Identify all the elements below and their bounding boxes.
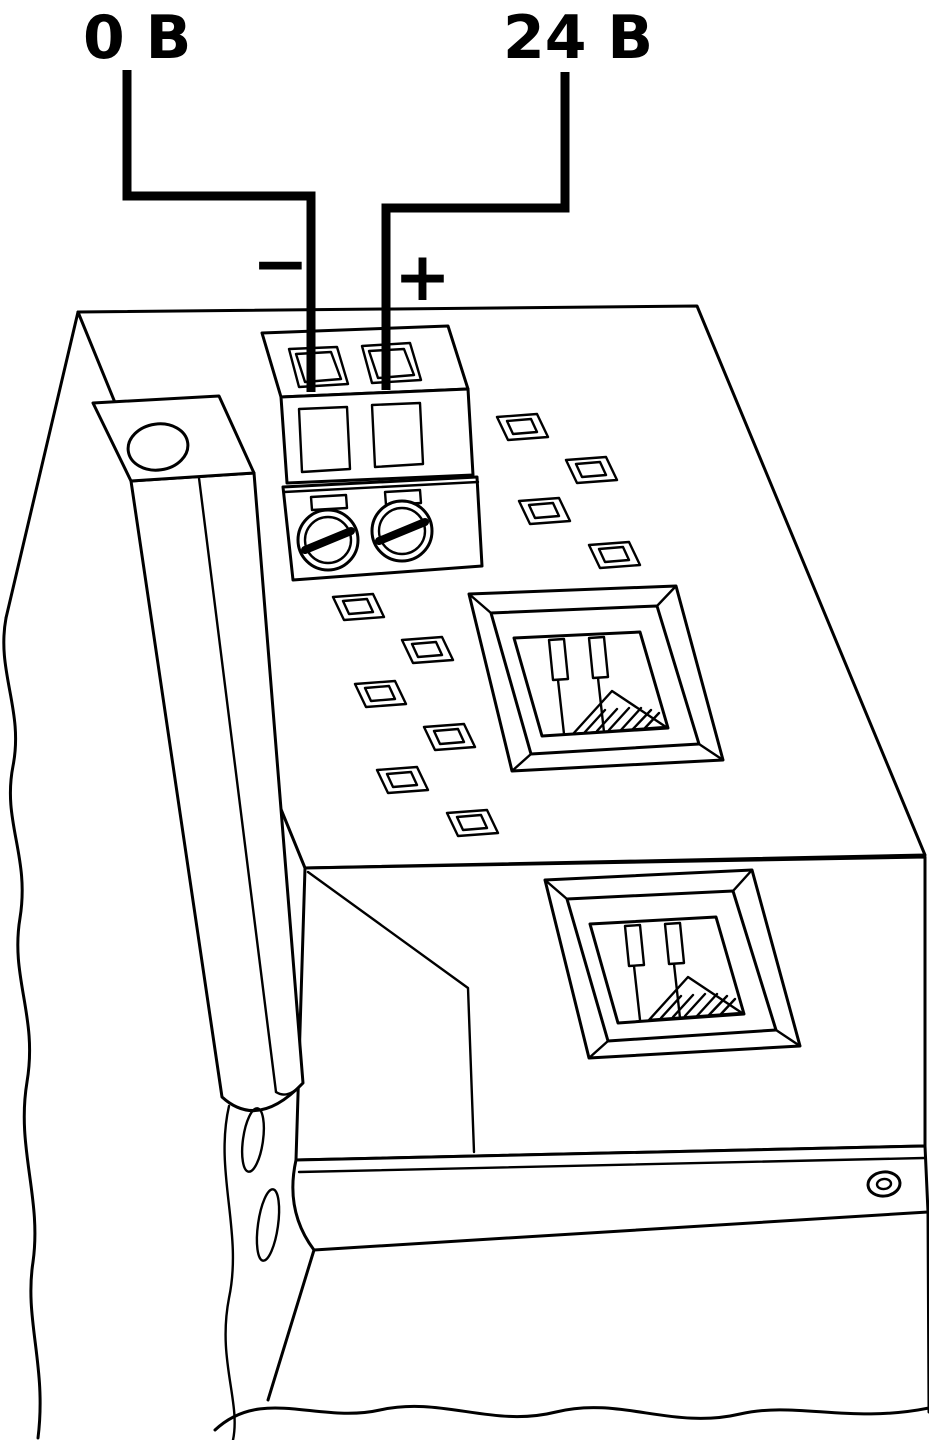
bracket-column-corner bbox=[197, 476, 278, 1094]
power-wires bbox=[122, 70, 570, 392]
vent-slot bbox=[445, 808, 500, 838]
body-step-edge bbox=[306, 870, 476, 1154]
vent-slot-hole bbox=[455, 813, 489, 832]
vent-slot-rim bbox=[517, 496, 572, 526]
minus-sign: − bbox=[252, 225, 309, 304]
vent-slots bbox=[331, 412, 642, 838]
terminal-socket-edge bbox=[282, 480, 480, 494]
vent-slot-rim bbox=[375, 765, 430, 795]
front-cover-bevel-line bbox=[297, 1156, 926, 1174]
rj45-latch-tab bbox=[623, 923, 646, 968]
vent-slot bbox=[564, 455, 619, 485]
rj45-cavity bbox=[588, 915, 746, 1025]
wall-back-edge bbox=[4, 310, 80, 620]
mounting-bracket bbox=[91, 394, 305, 1440]
wire-24v-icon bbox=[381, 72, 570, 390]
vent-slot-rim bbox=[564, 455, 619, 485]
terminal-clamp-window-left bbox=[297, 405, 352, 474]
vent-slot bbox=[587, 540, 642, 570]
terminal-slot-right bbox=[383, 488, 423, 507]
vent-slot-hole bbox=[505, 417, 539, 436]
torn-edge-left bbox=[2, 616, 42, 1440]
rj45-cavity bbox=[512, 630, 670, 738]
label-24v: 24 В bbox=[503, 3, 653, 73]
vent-slot bbox=[331, 592, 386, 622]
vent-slot bbox=[517, 496, 572, 526]
vent-slot-rim bbox=[353, 679, 408, 709]
mounting-hole bbox=[126, 422, 190, 472]
vent-slot bbox=[495, 412, 550, 442]
rj45-latch-tab bbox=[663, 921, 686, 966]
vent-slot bbox=[353, 679, 408, 709]
vent-slot-rim bbox=[422, 722, 477, 752]
vent-slot-rim bbox=[331, 592, 386, 622]
bracket-foot-line bbox=[274, 1081, 305, 1096]
front-cover-band bbox=[291, 1144, 929, 1252]
vent-slot-hole bbox=[432, 727, 466, 746]
cover-screw-head bbox=[866, 1170, 902, 1198]
terminal-clamp-window-right bbox=[370, 401, 425, 469]
front-face-left-edge bbox=[266, 1248, 316, 1402]
terminal-slot-left bbox=[309, 493, 349, 512]
wire-entry-left-hole bbox=[294, 350, 343, 384]
rj45-contact-hatch bbox=[583, 706, 661, 734]
terminal-block bbox=[260, 324, 484, 582]
vent-slot-hole bbox=[385, 770, 419, 789]
wire-entry-right-hole bbox=[367, 347, 416, 380]
vent-slot-rim bbox=[587, 540, 642, 570]
screw-rim bbox=[303, 515, 353, 565]
vent-slot bbox=[375, 765, 430, 795]
rj45-port-front bbox=[543, 868, 802, 1060]
terminal-screw-right bbox=[370, 499, 434, 563]
rj45-contact-hatch bbox=[659, 992, 737, 1020]
bracket-clip-lower bbox=[255, 1188, 281, 1262]
vent-slot-hole bbox=[597, 545, 631, 564]
wire-0v-icon bbox=[122, 70, 316, 392]
screw-rim bbox=[377, 506, 427, 556]
vent-slot-hole bbox=[527, 501, 561, 520]
screw-slot bbox=[375, 518, 429, 545]
vent-slot-hole bbox=[363, 684, 397, 703]
rj45-latch-tab bbox=[587, 635, 610, 680]
label-0v: 0 В bbox=[83, 3, 191, 73]
rj45-latch-tab bbox=[547, 637, 570, 682]
torn-edge-column bbox=[223, 1104, 236, 1440]
bracket-clip-upper bbox=[240, 1107, 266, 1173]
rj45-bevel bbox=[467, 584, 725, 773]
plus-sign: + bbox=[394, 238, 451, 317]
wire-entry-right bbox=[360, 341, 423, 385]
vent-slot bbox=[400, 635, 455, 665]
terminal-plug-front bbox=[279, 387, 475, 485]
mounting-wall bbox=[2, 310, 80, 1440]
vent-slot-rim bbox=[495, 412, 550, 442]
cover-screw-center bbox=[875, 1177, 893, 1191]
screw-slot bbox=[301, 527, 355, 554]
vent-slot-hole bbox=[410, 640, 444, 659]
cover-screw bbox=[866, 1170, 902, 1198]
vent-slot-rim bbox=[400, 635, 455, 665]
torn-edge-bottom bbox=[213, 1404, 929, 1432]
vent-slot-hole bbox=[341, 597, 375, 616]
rj45-bevel bbox=[543, 868, 802, 1060]
vent-slot-hole bbox=[574, 460, 608, 479]
terminal-screw-left bbox=[296, 508, 360, 572]
rj45-port-top bbox=[467, 584, 725, 773]
vent-slot bbox=[422, 722, 477, 752]
wire-entry-left bbox=[287, 345, 350, 389]
vent-slot-rim bbox=[445, 808, 500, 838]
